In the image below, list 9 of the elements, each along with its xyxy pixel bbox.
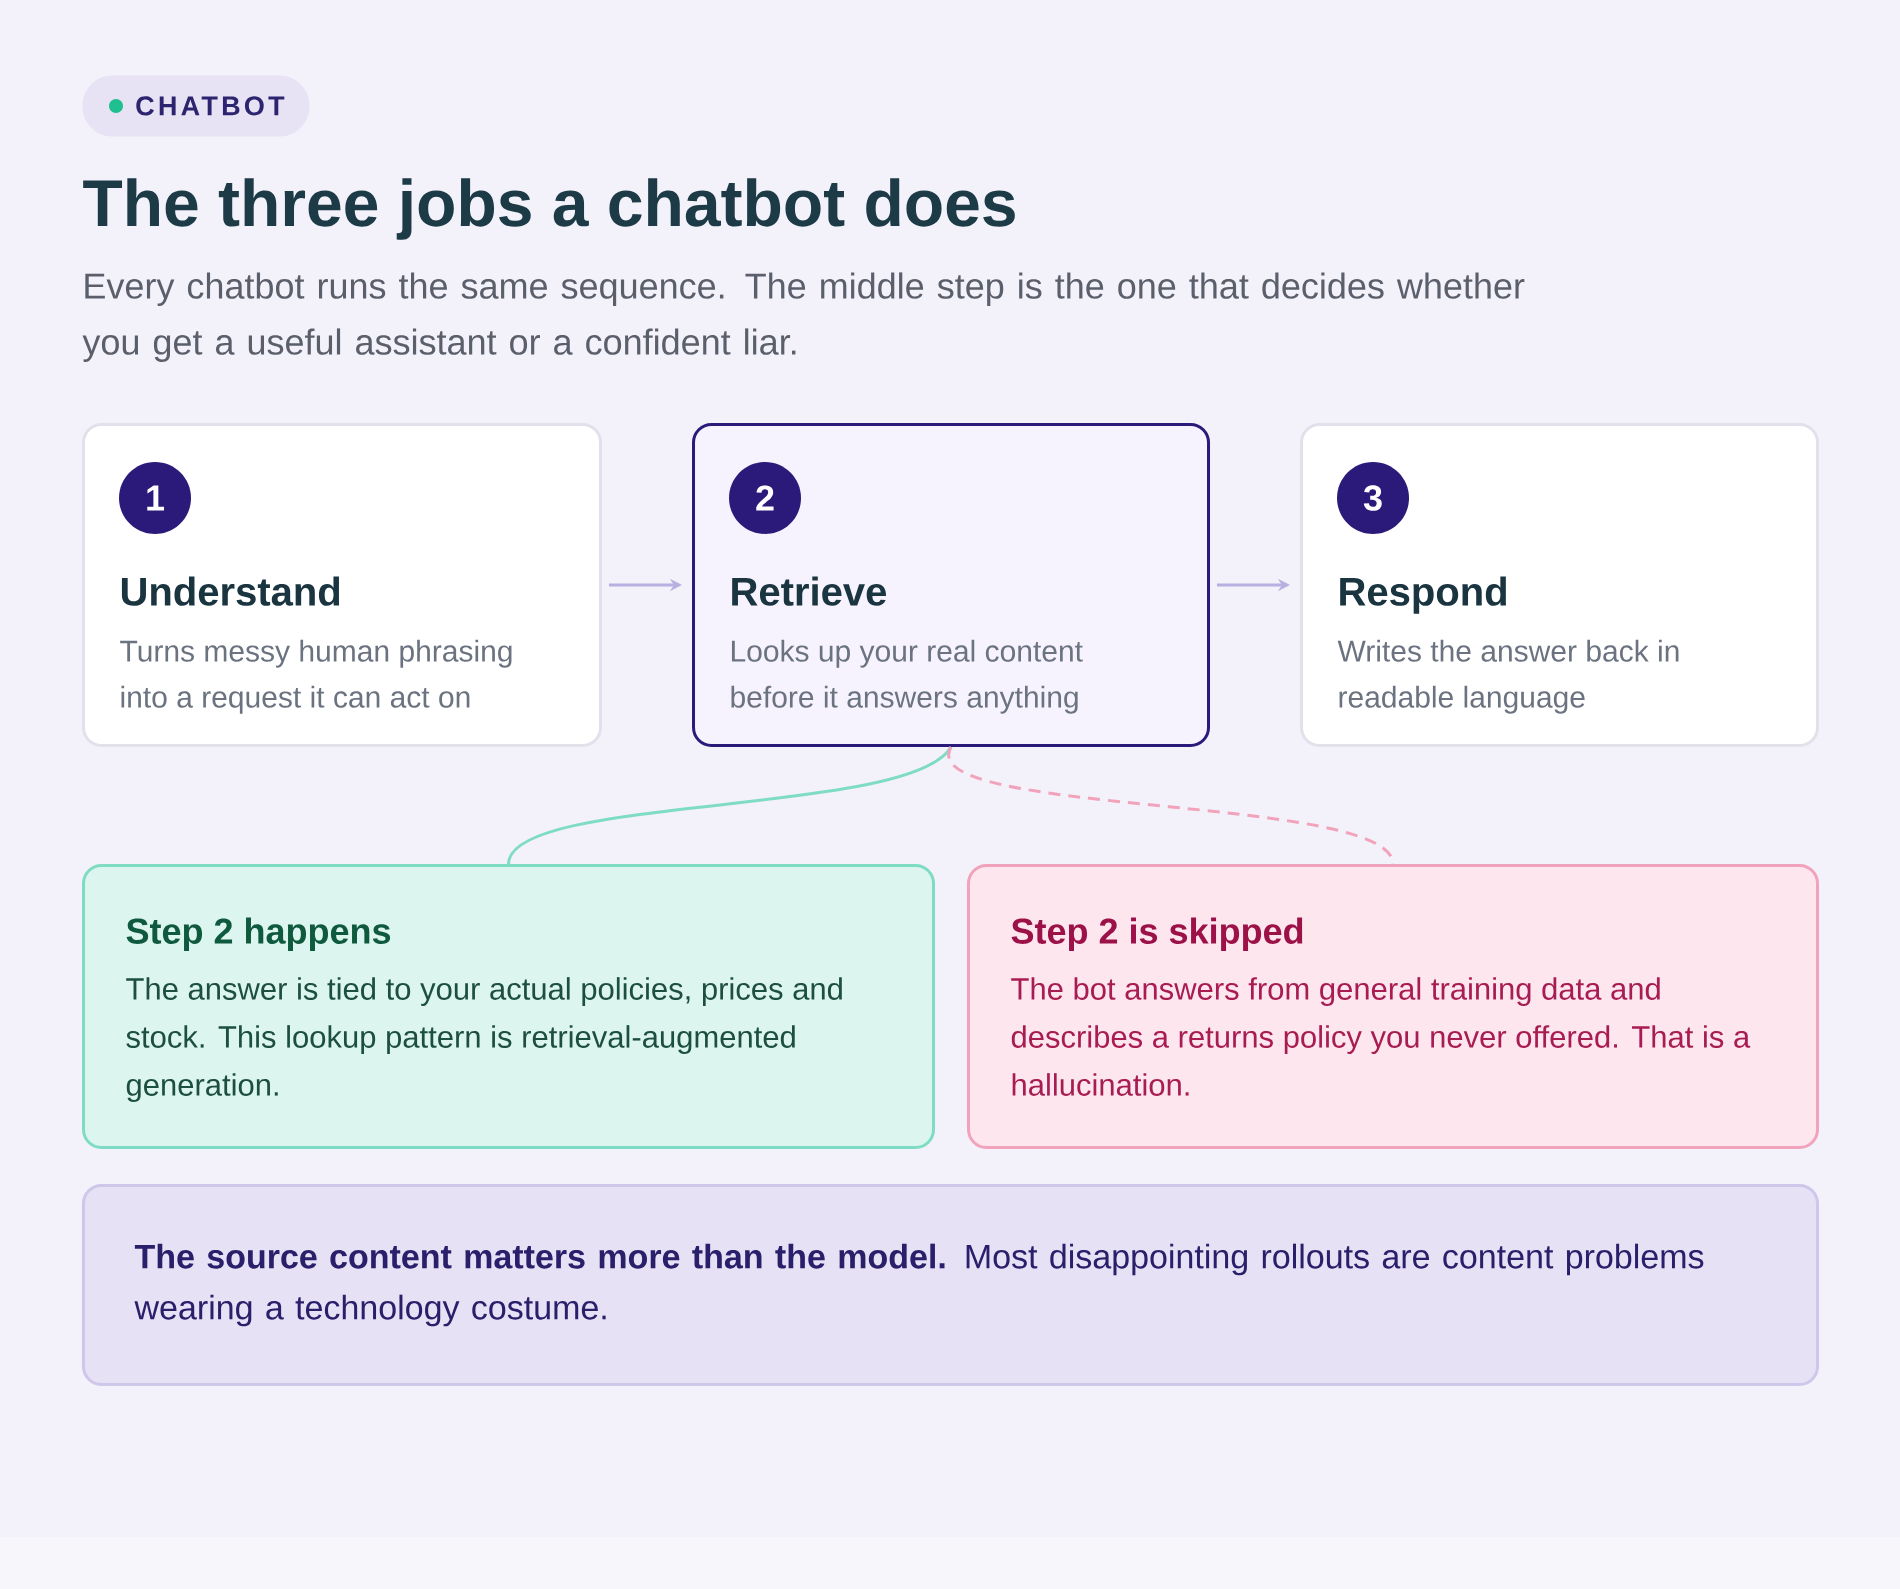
subtitle: Every chatbot runs the same sequence. The middle step is the one that decides whether you get a useful assistant or a confident liar. (82, 272, 1525, 362)
outcome-box: Step 2 happens The answer is tied to your actual policies, prices and stock. This lookup pattern is retrieval-augmented generation. (82, 864, 935, 1149)
tag-pill: CHATBOT (82, 75, 310, 137)
number-badge: 1 (119, 462, 191, 534)
outcome-box: Step 2 is skipped The bot answers from general training data and describes a returns policy you never offered. That is a hallucination. (967, 864, 1819, 1149)
title: The three jobs a chatbot does (83, 178, 1015, 240)
number-badge: 3 (1337, 462, 1409, 534)
number-badge: 2 (729, 462, 801, 534)
note-box: The source content matters more than the model. Most disappointing rollouts are content problems wearing a technology costume. (82, 1184, 1819, 1386)
